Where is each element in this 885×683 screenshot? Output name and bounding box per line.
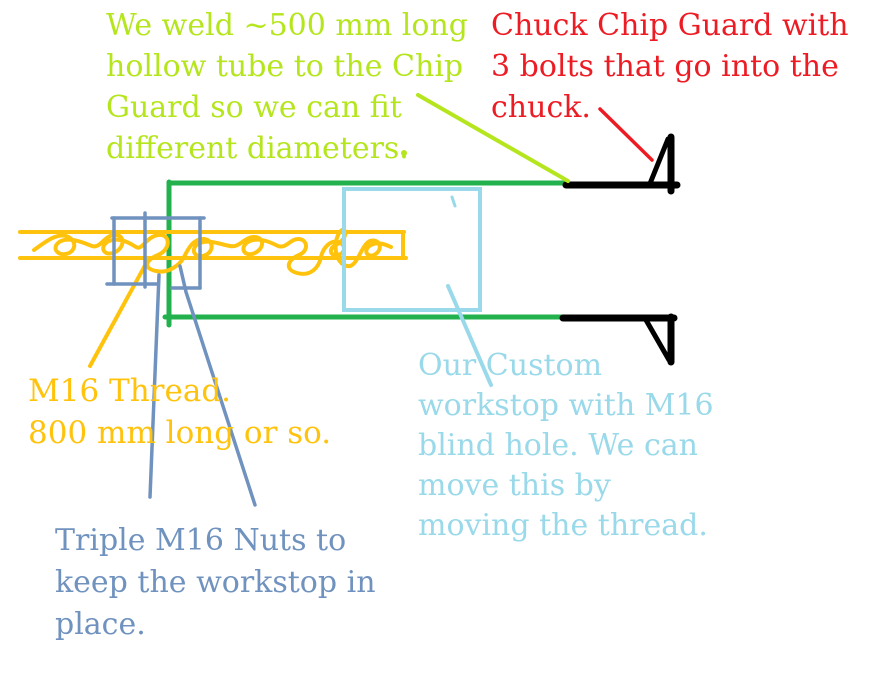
nuts-leader-line-right	[178, 264, 257, 507]
chip-guard-top-diagonal	[646, 136, 671, 189]
m16-thread-rod	[18, 227, 408, 368]
chip-guard-bottom	[559, 313, 678, 366]
thread-leader-line	[88, 258, 150, 368]
chuck-note-text: Chuck Chip Guard with 3 bolts that go in…	[491, 8, 849, 125]
chip-guard-top	[562, 133, 681, 195]
thread-scribble	[32, 227, 393, 276]
weld-leader-line	[416, 93, 570, 183]
nuts-leader-line-left	[148, 273, 161, 499]
hollow-tube-outline	[162, 179, 570, 328]
thread-note-text: M16 Thread. 800 mm long or so.	[28, 373, 332, 451]
workstop-leader-line	[446, 284, 493, 387]
weld-note-pointer	[401, 93, 570, 183]
chip-guard-bottom-diagonal	[643, 317, 672, 363]
chuck-leader-line	[598, 107, 654, 162]
workstop-small-tick	[450, 195, 457, 208]
workstop-outline	[342, 187, 482, 312]
nuts-note-text: Triple M16 Nuts to keep the workstop in …	[55, 523, 376, 642]
custom-workstop	[342, 187, 493, 387]
triple-nuts	[105, 211, 257, 507]
weld-note-text: We weld ~500 mm long hollow tube to the …	[106, 8, 468, 166]
weld-stray-dot	[401, 150, 407, 156]
workstop-note-text: Our Custom workstop with M16 blind hole.…	[418, 348, 714, 543]
